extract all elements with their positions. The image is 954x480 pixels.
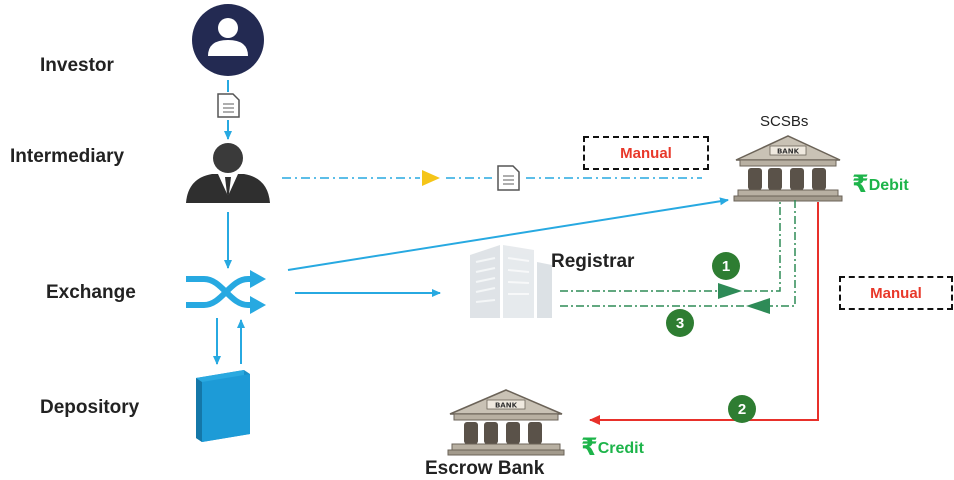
rupee-icon: ₹: [581, 434, 598, 461]
node-label-escrow-bank: Escrow Bank: [425, 458, 545, 479]
shuffle-icon: [186, 270, 266, 314]
node-label-intermediary: Intermediary: [10, 146, 125, 167]
document-icon: [217, 93, 240, 118]
credit-text: Credit: [597, 440, 644, 457]
manual-badge-right-text: Manual: [870, 284, 922, 302]
debit-label: ₹Debit: [852, 170, 909, 199]
node-label-exchange: Exchange: [46, 282, 136, 303]
scsb-registrar-line-3a: [770, 200, 796, 307]
node-label-registrar: Registrar: [551, 251, 635, 272]
rupee-icon: ₹: [852, 171, 869, 198]
manual-badge-top: Manual: [583, 136, 709, 170]
scsb-registrar-line-1b: [744, 200, 781, 292]
bank-icon: BANK: [447, 389, 565, 456]
step-1-badge: 1: [712, 252, 740, 280]
exchange-to-scsb-arrow: [287, 197, 729, 271]
document-icon: [497, 165, 520, 191]
debit-text: Debit: [868, 177, 909, 194]
manual-badge-right: Manual: [839, 276, 953, 310]
node-label-depository: Depository: [40, 397, 140, 418]
yellow-arrowhead: [422, 170, 440, 186]
user-icon: [192, 4, 264, 76]
bank-icon: BANK: [733, 135, 843, 202]
node-label-scsbs: SCSBs: [760, 113, 809, 130]
book-icon: [196, 370, 250, 442]
step-3-text: 3: [675, 314, 685, 332]
manual-badge-top-text: Manual: [620, 144, 672, 162]
node-label-investor: Investor: [40, 55, 114, 76]
step-1-text: 1: [721, 257, 731, 275]
scsb-to-escrow-arrow: [589, 202, 819, 425]
green-arrowhead-1: [718, 283, 742, 299]
green-arrowhead-3: [746, 298, 770, 314]
credit-label: ₹Credit: [581, 433, 644, 462]
building-icon: [470, 245, 552, 318]
step-3-badge: 3: [666, 309, 694, 337]
businessman-icon: [186, 143, 270, 203]
bank-sign-text: BANK: [495, 402, 518, 410]
bank-sign-text: BANK: [777, 148, 800, 156]
step-2-text: 2: [737, 400, 747, 418]
step-2-badge: 2: [728, 395, 756, 423]
